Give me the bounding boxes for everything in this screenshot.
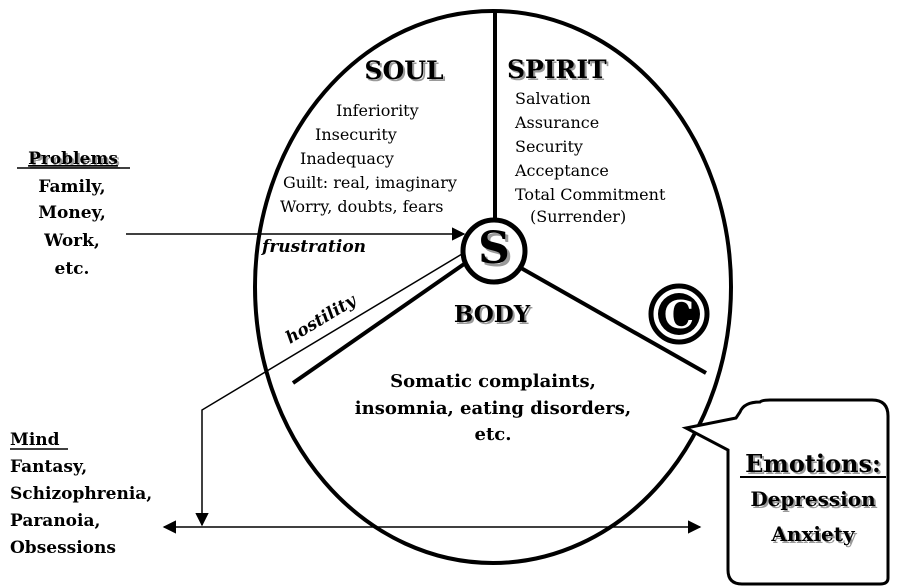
soul-item: Guilt: real, imaginary: [283, 173, 457, 192]
problems-item: etc.: [55, 259, 90, 279]
spirit-item: Total Commitment: [515, 185, 666, 204]
mind-item: Fantasy,: [10, 457, 87, 477]
christ-symbol: C: [664, 292, 694, 337]
spirit-item: Security: [515, 137, 583, 156]
emotions-heading-shadow: Emotions:: [747, 451, 883, 480]
problems-item: Work,: [43, 231, 100, 251]
soul-item: Insecurity: [315, 125, 397, 144]
emotions-bubble: [681, 398, 890, 586]
center-self-circle: [460, 217, 528, 285]
body-heading-shadow: BODY: [456, 303, 533, 330]
mind-item: Obsessions: [10, 538, 116, 558]
emotions-heading: Emotions:: [745, 449, 881, 478]
emotions-item-shadow: Anxiety: [772, 524, 858, 548]
problems-block: Problems Problems Family, Money, Work, e…: [17, 149, 130, 279]
soul-items: Inferiority Insecurity Inadequacy Guilt:…: [280, 101, 457, 216]
soul-heading-shadow: SOUL: [366, 58, 446, 87]
soul-item: Worry, doubts, fears: [280, 197, 443, 216]
frustration-label: frustration: [261, 237, 366, 257]
body-line: Somatic complaints,: [390, 371, 596, 392]
emotions-block: Emotions: Emotions: Depression Depressio…: [740, 449, 886, 548]
mind-block: Mind Fantasy, Schizophrenia, Paranoia, O…: [10, 430, 152, 558]
mind-item: Paranoia,: [10, 511, 100, 531]
body-heading: BODY: [454, 301, 531, 328]
body-line: etc.: [475, 424, 512, 445]
spirit-heading-shadow: SPIRIT: [509, 57, 609, 86]
hostility-arrow: [195, 253, 463, 527]
christ-inner-ring: [658, 293, 700, 335]
soul-heading: SOUL: [364, 56, 444, 85]
body-line: insomnia, eating disorders,: [355, 398, 631, 419]
spirit-item: Assurance: [514, 113, 599, 132]
soul-item: Inferiority: [336, 101, 419, 120]
emotions-item: Anxiety: [770, 522, 856, 546]
problems-item: Family,: [38, 177, 105, 197]
center-self-symbol-shadow: S: [481, 226, 513, 277]
body-spirit-divider: [520, 266, 707, 375]
mind-heading: Mind: [10, 430, 60, 450]
problems-heading: Problems: [28, 149, 118, 169]
mind-item: Schizophrenia,: [10, 484, 152, 504]
spirit-item: Salvation: [515, 89, 591, 108]
problems-heading-shadow: Problems: [30, 151, 120, 171]
spirit-item: (Surrender): [530, 207, 626, 226]
center-self-symbol: S: [478, 223, 510, 274]
emotions-item: Depression: [750, 487, 876, 511]
spirit-items: Salvation Assurance Security Acceptance …: [514, 89, 666, 226]
spirit-item: Acceptance: [514, 161, 609, 180]
soul-item: Inadequacy: [300, 149, 394, 168]
problems-item: Money,: [38, 203, 106, 223]
spirit-heading: SPIRIT: [507, 55, 607, 84]
emotions-item-shadow: Depression: [752, 489, 878, 513]
body-lines: Somatic complaints, insomnia, eating dis…: [355, 371, 631, 445]
hostility-label: hostility: [282, 290, 360, 348]
body-soul-divider: [291, 260, 469, 385]
